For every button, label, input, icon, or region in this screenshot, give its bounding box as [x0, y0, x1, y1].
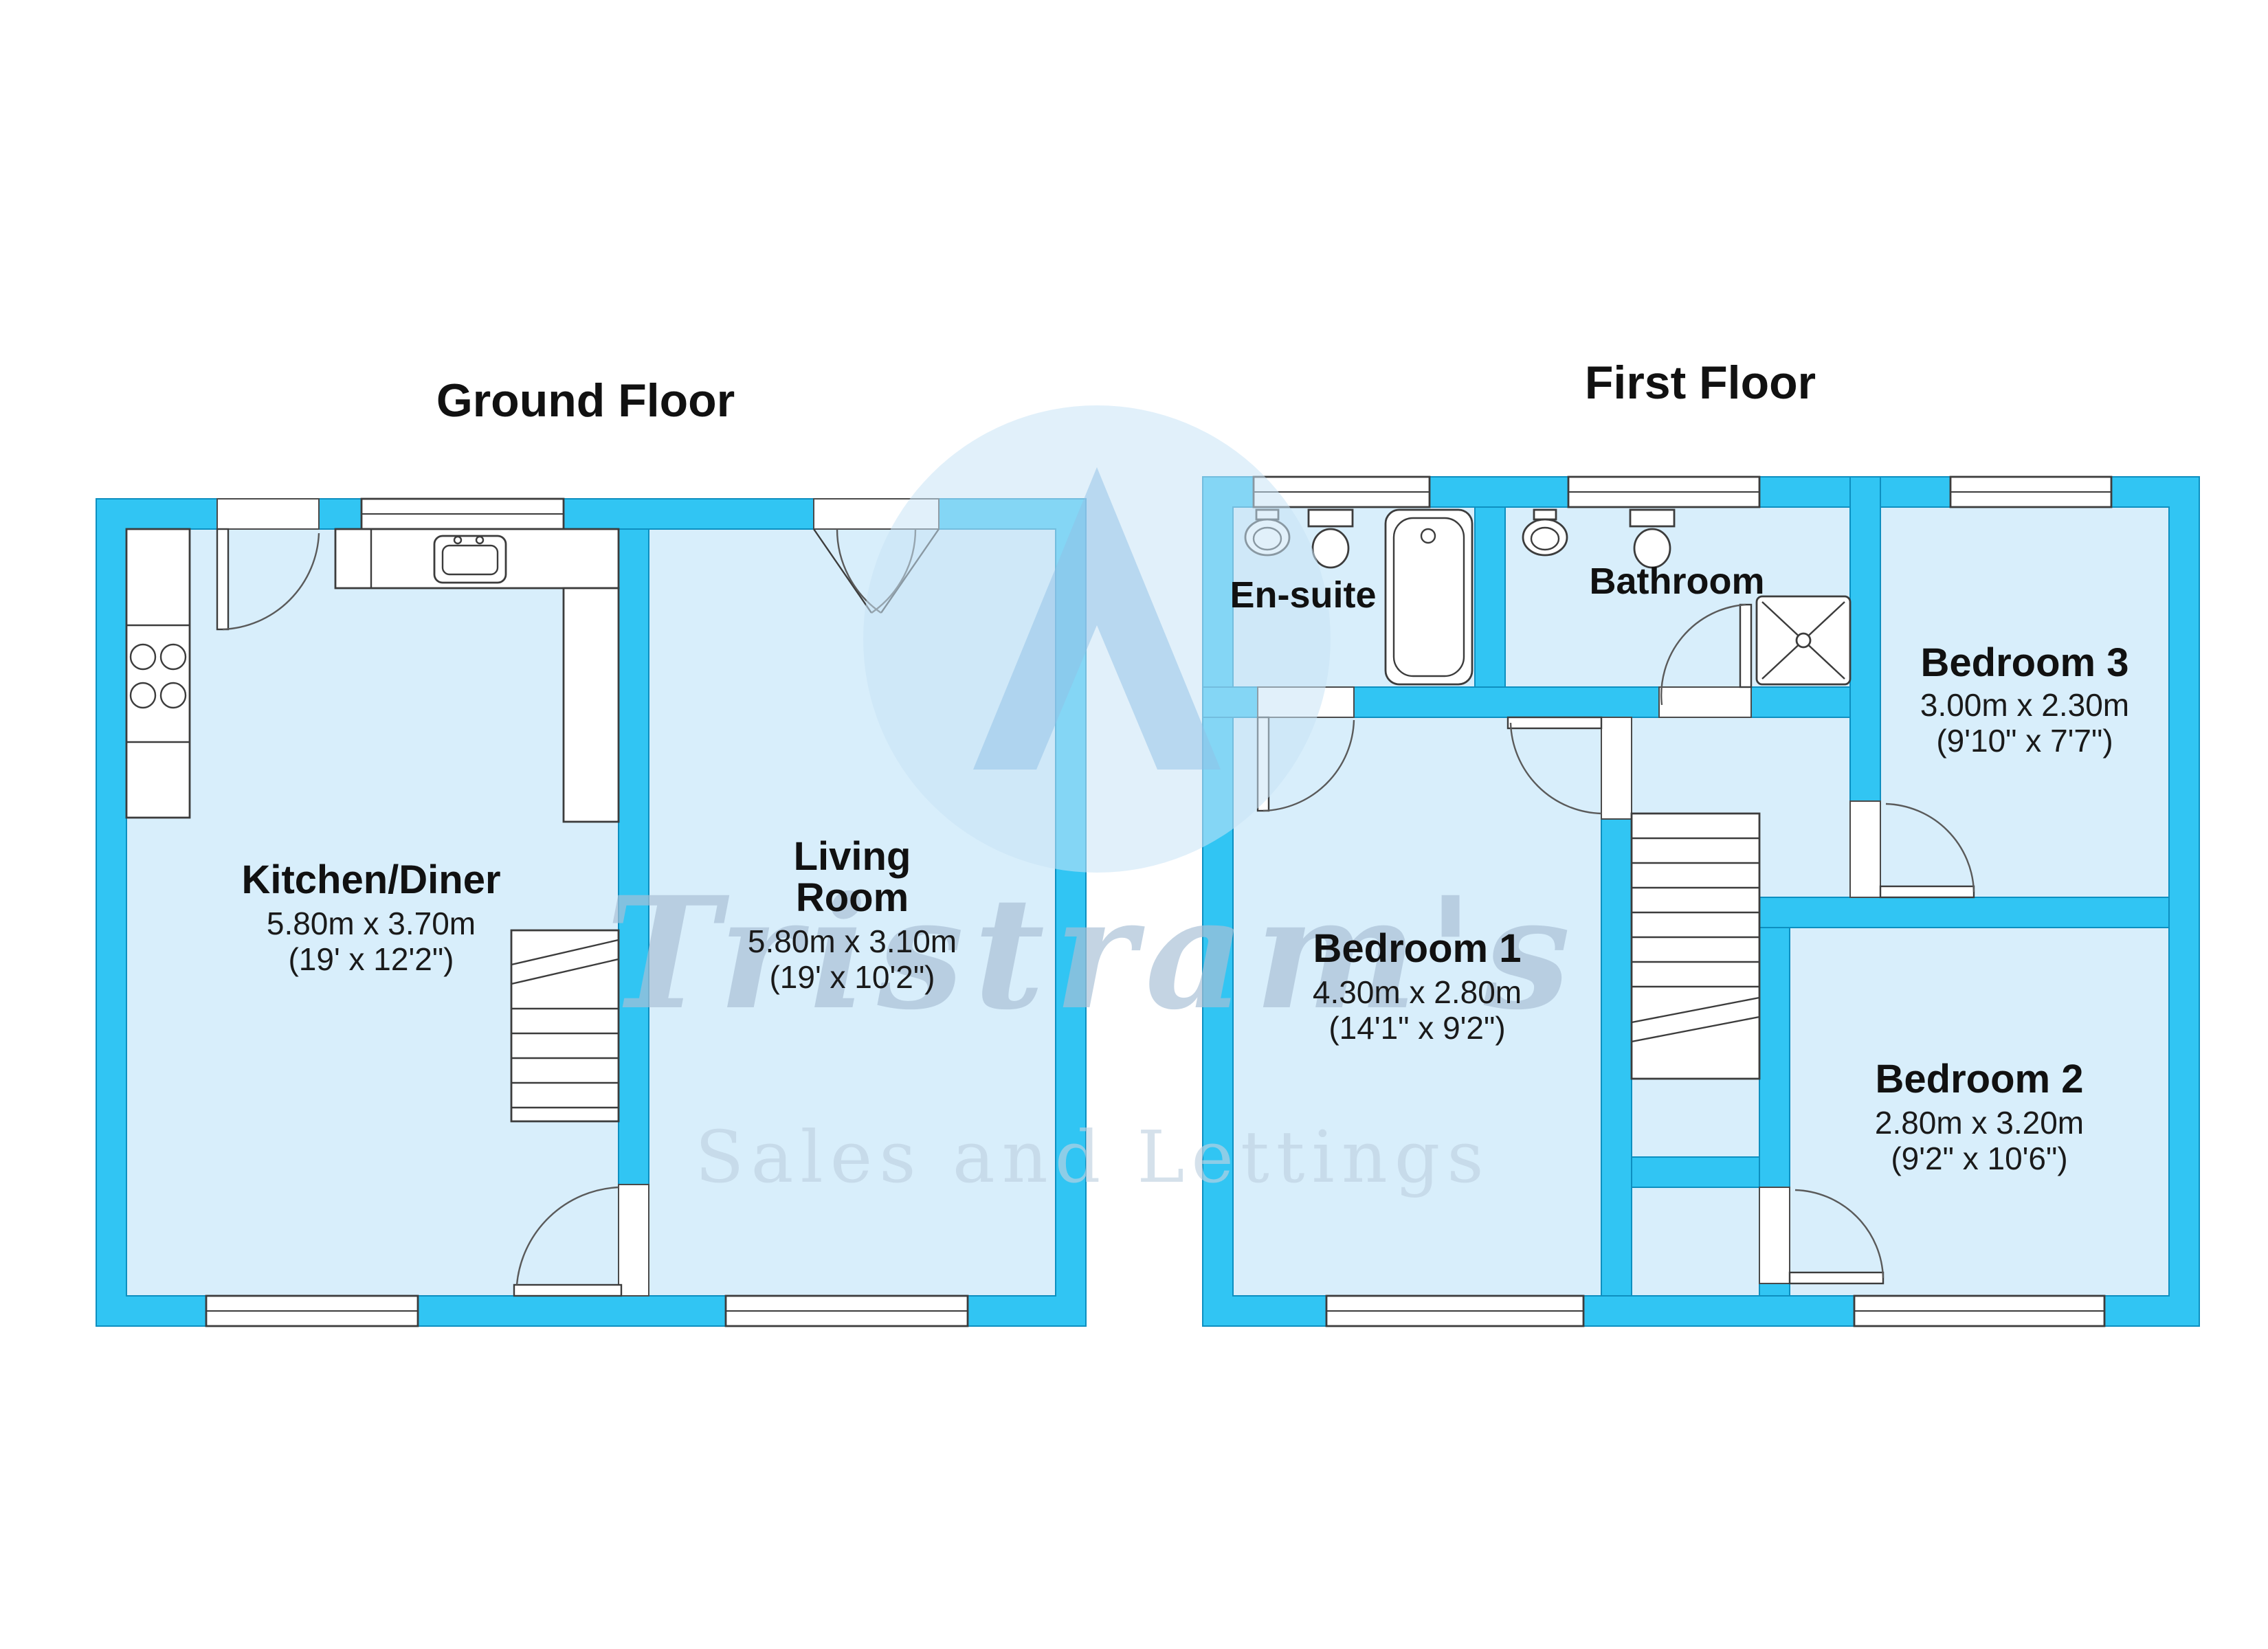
bathroom-bottom-wall-right: [1750, 686, 1851, 718]
bathroom-sink-icon: [1522, 508, 1568, 557]
bathroom-toilet-icon: [1629, 508, 1676, 569]
kitchen-diner-label: Kitchen/Diner: [241, 857, 500, 902]
bedroom3-label: Bedroom 3: [1921, 640, 2129, 685]
ground-floor-title: Ground Floor: [436, 374, 735, 427]
living-room-label-line1: Living: [794, 834, 911, 879]
bedroom2-metric: 2.80m x 3.20m: [1875, 1105, 2084, 1141]
bedroom3-door: [1849, 800, 1975, 899]
bedroom2-label: Bedroom 2: [1876, 1057, 2084, 1101]
bedroom2-window: [1853, 1294, 2106, 1327]
bathroom-door: [1658, 603, 1753, 718]
shower-icon: [1755, 595, 1852, 686]
bedroom1-imperial: (14'1" x 9'2"): [1328, 1010, 1505, 1046]
bedroom2-imperial: (9'2" x 10'6"): [1891, 1141, 2067, 1176]
first-floor-stairs: [1630, 812, 1761, 1080]
ensuite-bathroom-bottom-wall: [1353, 686, 1660, 718]
first-floor-title: First Floor: [1585, 357, 1816, 409]
ensuite-toilet-icon: [1307, 508, 1354, 569]
bedroom1-window: [1325, 1294, 1585, 1327]
bathtub-icon: [1384, 508, 1474, 686]
kitchen-sink: [433, 535, 507, 584]
kitchen-bottom-window: [205, 1294, 419, 1327]
kitchen-top-window: [360, 497, 565, 530]
kitchen-diner-metric: 5.80m x 3.70m: [267, 906, 476, 941]
labels: Ground Floor First Floor Kitchen/Diner 5…: [241, 357, 2129, 1176]
bedroom1-metric: 4.30m x 2.80m: [1313, 974, 1522, 1010]
bedroom3-metric: 3.00m x 2.30m: [1920, 687, 2129, 723]
bedroom3-imperial: (9'10" x 7'7"): [1936, 723, 2113, 759]
kitchen-hob: [129, 643, 187, 709]
bedroom1-label: Bedroom 1: [1313, 926, 1522, 971]
hall-door-opening: [618, 1184, 649, 1297]
kitchen-living-divider-wall: [618, 528, 649, 1185]
kitchen-back-door: [216, 498, 320, 631]
living-room-imperial: (19' x 10'2"): [769, 959, 935, 995]
bedroom3-left-wall: [1849, 476, 1881, 802]
ensuite-label: En-suite: [1230, 574, 1376, 616]
watermark-brand: Tristram's: [605, 863, 1580, 1044]
bathroom-window: [1567, 475, 1761, 508]
bedroom2-left-wall-stub: [1759, 1283, 1790, 1297]
bathroom-label: Bathroom: [1590, 561, 1765, 602]
watermark: Tristram's Sales and Lettings: [605, 405, 1580, 1199]
bedroom2-door: [1759, 1187, 1885, 1285]
bedroom2-left-wall: [1759, 927, 1790, 1188]
bedroom1-right-wall: [1601, 818, 1632, 1297]
bedroom3-window: [1949, 475, 2113, 508]
first-floor-plan: [1202, 475, 2200, 1327]
living-room-metric: 5.80m x 3.10m: [748, 923, 957, 959]
kitchen-diner-imperial: (19' x 12'2"): [288, 941, 454, 977]
living-room-label-line2: Room: [796, 875, 909, 920]
understairs-wall: [1631, 1156, 1760, 1188]
ground-stairs: [510, 929, 620, 1123]
bedroom1-door: [1507, 716, 1632, 820]
living-room-window: [724, 1294, 969, 1327]
ensuite-bathroom-wall: [1474, 506, 1506, 718]
hall-door: [513, 1186, 623, 1297]
watermark-tagline: Sales and Lettings: [695, 1115, 1491, 1199]
watermark-peak-icon: [973, 467, 1221, 770]
bedroom3-bedroom2-wall: [1759, 897, 2170, 928]
